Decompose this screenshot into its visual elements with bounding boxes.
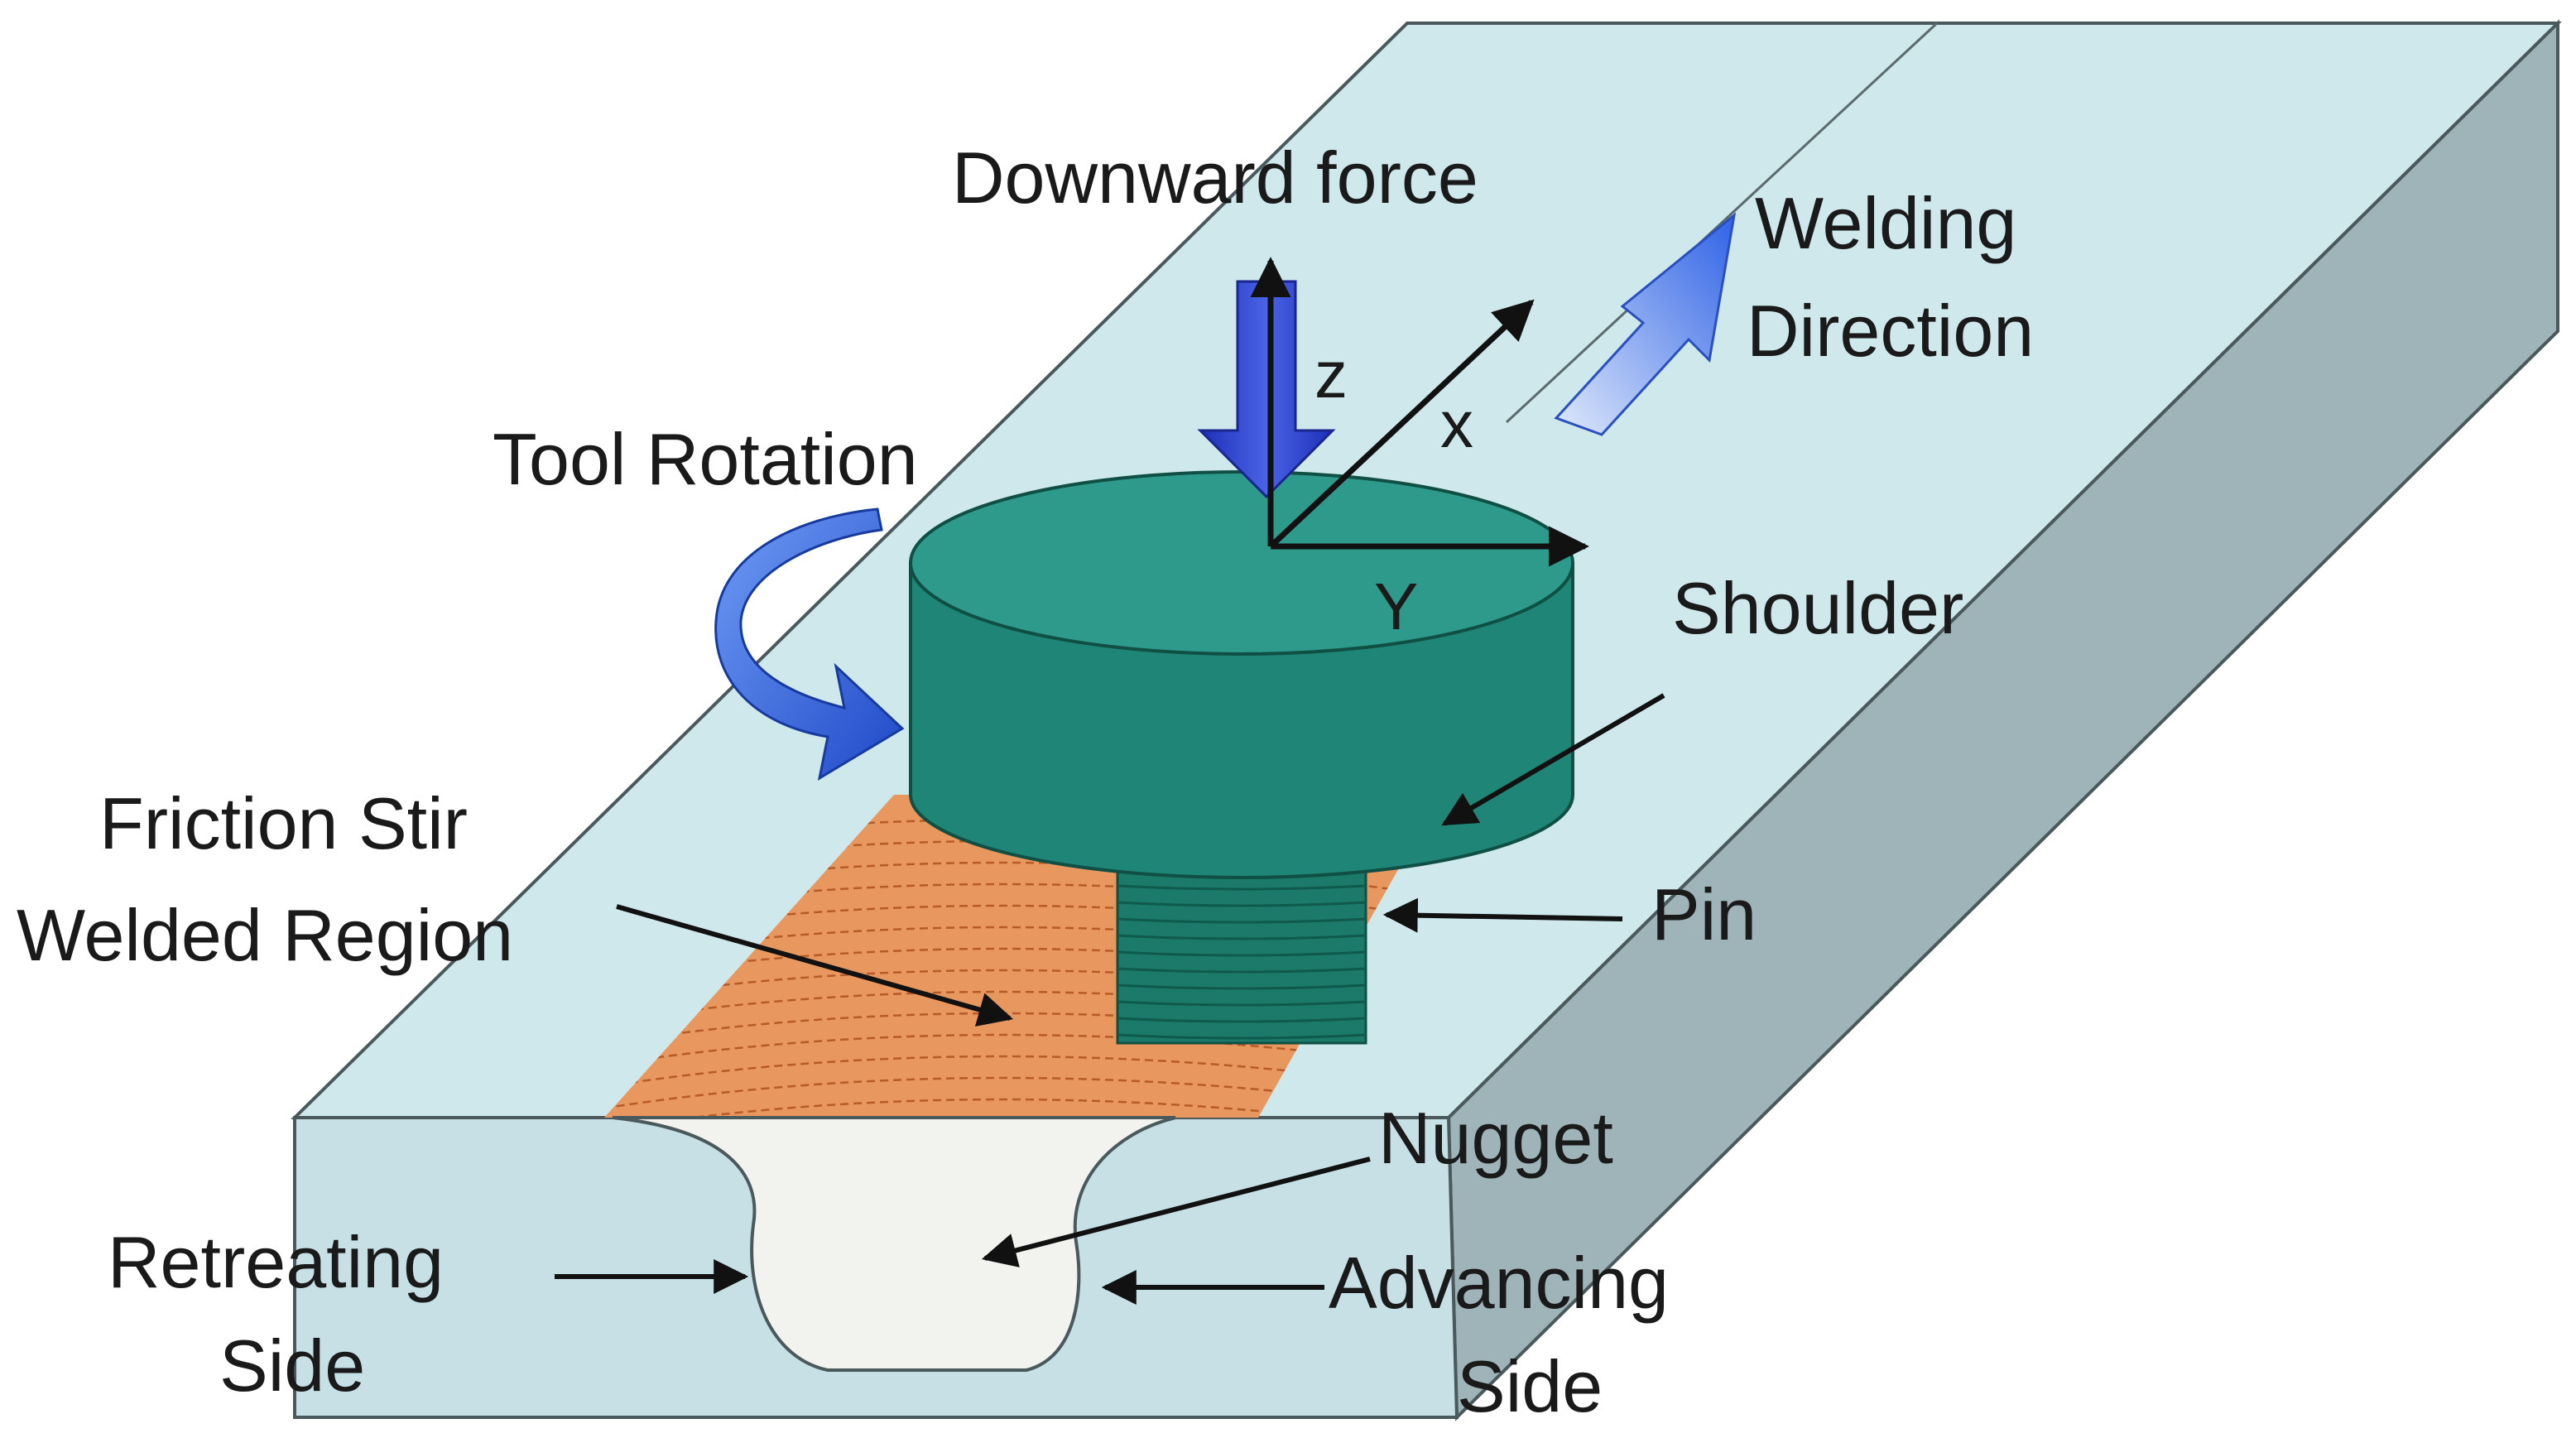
shoulder-top [909,470,1574,656]
pin-leader-arrow [1382,897,1623,933]
pin-thread-line [1117,1033,1366,1040]
label-axis-x: x [1440,387,1473,461]
downward-force-arrow-icon [1197,280,1336,499]
label-retreating-2: Side [219,1325,365,1407]
shoulder-leader-arrow [1441,693,1665,826]
welding-direction-arrow-icon [1554,212,1737,436]
pin-thread-line [1117,984,1366,990]
tool-rotation-arrow-icon [714,507,905,782]
pin-thread-line [1117,917,1366,924]
pin-thread-line [1117,950,1366,957]
label-shoulder: Shoulder [1672,567,1963,649]
label-welding-direction-2: Direction [1747,290,2034,372]
label-welding-direction-1: Welding [1755,182,2016,264]
pin-thread-line [1117,967,1366,974]
nugget-leader-arrow [981,1157,1371,1267]
label-tool-rotation: Tool Rotation [493,418,918,500]
label-axis-y: Y [1374,570,1418,643]
label-pin: Pin [1651,873,1757,955]
pin-thread-line [1117,901,1366,907]
label-axis-z: z [1314,338,1348,411]
pin-thread-line [1117,934,1366,940]
label-nugget: Nugget [1378,1097,1613,1179]
weld-region-leader-arrow [616,904,1014,1027]
label-retreating-1: Retreating [108,1221,444,1303]
pin-thread-line [1117,1000,1366,1007]
pin [1116,859,1367,1045]
label-advancing-2: Side [1457,1345,1603,1427]
joint-seam-line [1505,22,1939,424]
weld-texture-line [604,1098,1440,1118]
nugget-cross-section [612,1116,1176,1372]
label-friction-stir-2: Welded Region [17,894,513,976]
label-downward-force: Downward force [952,137,1478,219]
pin-thread-line [1117,1017,1366,1023]
axis-x-line [1268,299,1535,549]
label-advancing-1: Advancing [1329,1242,1669,1324]
pin-thread-line [1117,884,1366,891]
label-friction-stir-1: Friction Stir [99,782,468,864]
